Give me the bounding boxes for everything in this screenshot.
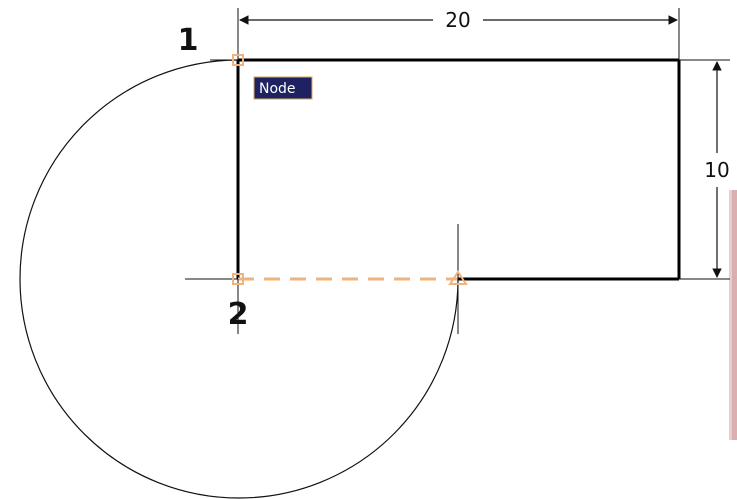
node-snap-icon[interactable] [232,273,244,285]
tooltip-label: Node [259,81,296,97]
rectangle[interactable] [236,58,681,281]
height-dimension-label: 10 [704,158,729,182]
edge-artifact [729,190,737,440]
point-1-label: 1 [178,23,199,58]
construction-arc[interactable] [19,59,459,499]
node-snap-icon[interactable] [232,54,244,66]
node-tooltip: Node [253,76,313,100]
height-dimension[interactable]: 10 [679,59,730,280]
construction-lines [185,59,459,334]
width-dimension[interactable]: 20 [237,8,680,60]
midpoint-snap-icon[interactable] [448,270,468,285]
width-dimension-label: 20 [445,8,470,32]
point-2-label: 2 [228,297,249,332]
